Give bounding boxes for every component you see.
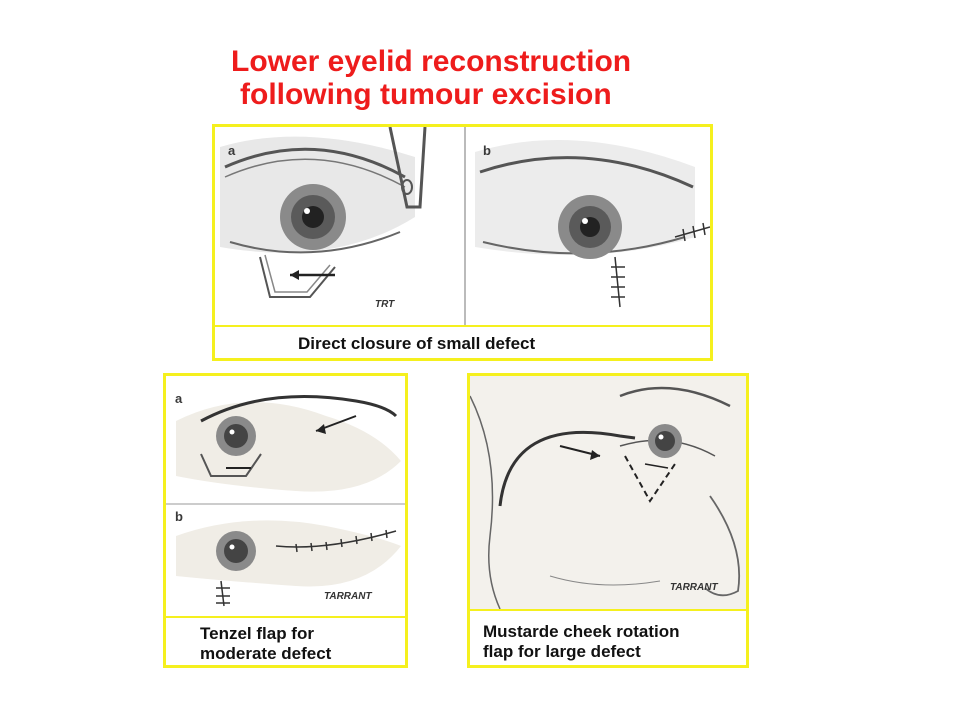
panel-left-caption-divider xyxy=(166,616,405,618)
title-line-1: Lower eyelid reconstruction xyxy=(231,45,632,78)
panel-left-caption-line-2: moderate defect xyxy=(200,644,332,663)
panel-top-label-a: a xyxy=(228,143,236,158)
panel-left-signature: TARRANT xyxy=(324,591,372,602)
mustarde-flap-illustration xyxy=(470,376,746,609)
panel-top-label-b: b xyxy=(483,143,491,158)
panel-top-signature: TRT xyxy=(375,299,395,310)
direct-closure-illustration xyxy=(220,127,710,327)
panel-left-caption-line-1: Tenzel flap for xyxy=(200,624,314,643)
panel-left-label-a: a xyxy=(175,391,183,406)
panel-right-caption-line-1: Mustarde cheek rotation xyxy=(483,622,680,641)
tenzel-drawing-b xyxy=(176,520,401,607)
panel-top-caption: Direct closure of small defect xyxy=(298,334,536,353)
face-drawing xyxy=(470,376,746,609)
panel-top-caption-divider xyxy=(215,325,710,327)
title-line-2: following tumour excision xyxy=(240,78,612,111)
panel-right-caption-divider xyxy=(470,609,746,611)
tenzel-drawing-a xyxy=(176,395,401,492)
eye-a-drawing xyxy=(220,127,427,298)
panel-tenzel-flap: a b TARRANT Tenzel flap for moderate def… xyxy=(163,373,408,668)
panel-right-caption-line-2: flap for large defect xyxy=(483,642,641,661)
panel-direct-closure: a b TRT Direct closure of small defect xyxy=(212,124,713,361)
panel-left-label-b: b xyxy=(175,509,183,524)
panel-right-signature: TARRANT xyxy=(670,582,718,593)
eye-b-drawing xyxy=(475,140,710,308)
tenzel-flap-illustration xyxy=(166,395,405,607)
panel-mustarde-flap: TARRANT Mustarde cheek rotation flap for… xyxy=(467,373,749,668)
